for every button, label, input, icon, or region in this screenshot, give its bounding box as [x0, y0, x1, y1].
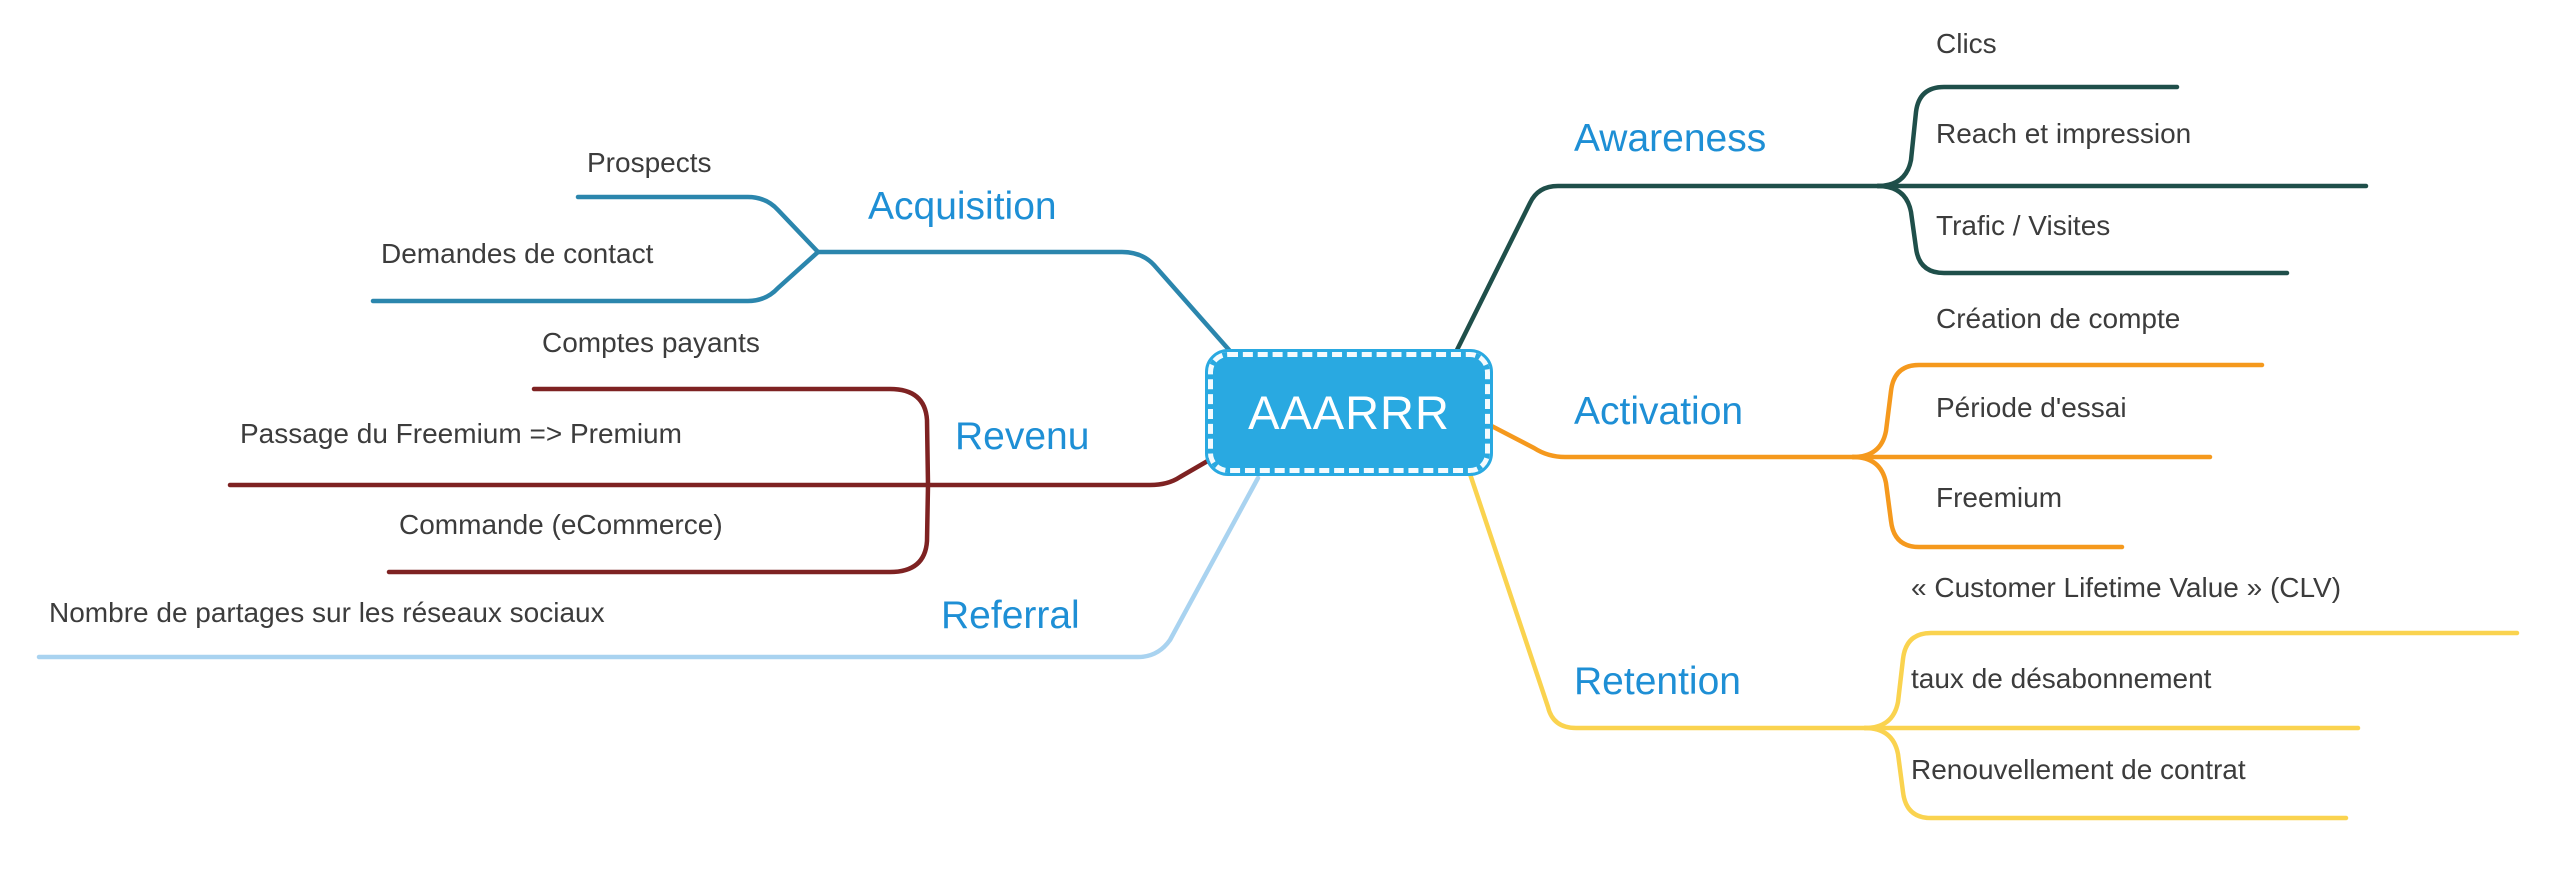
topic-renouvellement-de-contrat[interactable]: Renouvellement de contrat: [1911, 754, 2246, 785]
commande-line: [386, 482, 931, 575]
retention-branch-line: [1465, 465, 1868, 731]
clics-line: [1875, 84, 2180, 189]
clv-line: [1862, 630, 2520, 731]
activation-branch-line: [1477, 417, 1856, 460]
topic-commande-ecommerce[interactable]: Commande (eCommerce): [399, 509, 723, 540]
branch-acquisition[interactable]: Acquisition: [868, 185, 1057, 228]
referral-branch-line: [36, 475, 1261, 660]
topic-periode-d-essai[interactable]: Période d'essai: [1936, 392, 2127, 423]
topic-trafic-visites[interactable]: Trafic / Visites: [1936, 210, 2111, 241]
renouvellement-line: [1862, 725, 2349, 821]
revenu-branch-line: [925, 452, 1221, 488]
topic-nombre-de-partages[interactable]: Nombre de partages sur les réseaux socia…: [49, 597, 605, 628]
awareness-branch-line: [1449, 183, 1881, 363]
topic-clics[interactable]: Clics: [1936, 28, 1997, 59]
central-topic-label: AAARRR: [1248, 386, 1450, 439]
branch-referral[interactable]: Referral: [941, 594, 1080, 637]
topic-demandes-de-contact[interactable]: Demandes de contact: [381, 238, 654, 269]
topic-prospects[interactable]: Prospects: [587, 147, 712, 178]
branch-activation[interactable]: Activation: [1574, 390, 1744, 433]
topic-comptes-payants[interactable]: Comptes payants: [542, 327, 760, 358]
topic-customer-lifetime-value[interactable]: « Customer Lifetime Value » (CLV): [1911, 572, 2342, 603]
topic-freemium[interactable]: Freemium: [1936, 482, 2063, 513]
topic-passage-freemium-premium[interactable]: Passage du Freemium => Premium: [240, 418, 682, 449]
topic-taux-de-desabonnement[interactable]: taux de désabonnement: [1911, 663, 2212, 694]
topic-reach-et-impression[interactable]: Reach et impression: [1936, 118, 2192, 149]
branch-revenu[interactable]: Revenu: [955, 415, 1090, 458]
demandes-line: [370, 249, 821, 304]
freemium-line: [1850, 454, 2125, 550]
acquisition-branch-line: [815, 249, 1248, 371]
topic-creation-de-compte[interactable]: Création de compte: [1936, 303, 2181, 334]
creation-line: [1850, 362, 2265, 460]
trafic-line: [1875, 183, 2290, 276]
comptes-line: [531, 386, 931, 488]
central-topic-node[interactable]: AAARRR: [1205, 349, 1493, 476]
prospects-line: [575, 194, 821, 255]
branch-awareness[interactable]: Awareness: [1574, 117, 1767, 160]
branch-retention[interactable]: Retention: [1574, 660, 1741, 703]
